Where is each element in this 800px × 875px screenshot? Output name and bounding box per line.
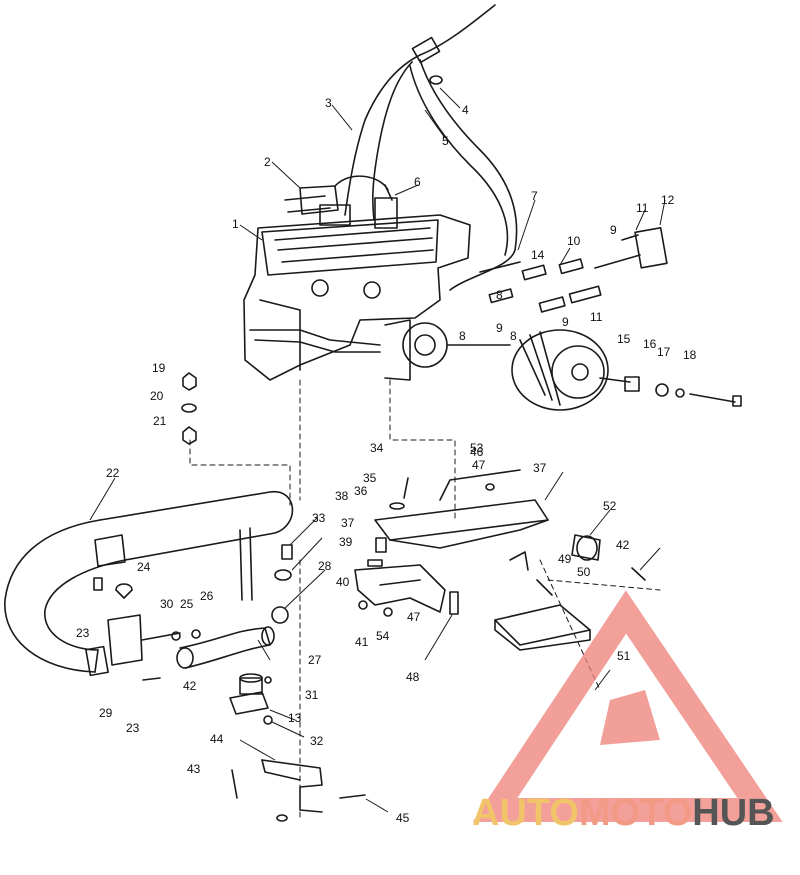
callout-8: 8	[459, 329, 466, 343]
callout-23: 23	[126, 721, 140, 735]
nut-stack	[181, 372, 197, 445]
automotohub-logo-icon	[472, 590, 783, 822]
callout-32: 32	[310, 734, 324, 748]
callout-42: 42	[183, 679, 197, 693]
callout-37: 37	[341, 516, 355, 530]
callout-49: 49	[558, 552, 572, 566]
callout-40: 40	[336, 575, 350, 589]
exhaust-bracket	[261, 759, 323, 813]
callout-5: 5	[442, 134, 449, 148]
callout-15: 15	[617, 332, 631, 346]
callout-30: 30	[160, 597, 174, 611]
callout-16: 16	[643, 337, 657, 351]
callout-4: 4	[462, 103, 469, 117]
exhaust-pipe	[176, 606, 289, 669]
callout-3: 3	[325, 96, 332, 110]
callout-10: 10	[567, 234, 581, 248]
callout-47: 47	[472, 458, 486, 472]
callout-44: 44	[210, 732, 224, 746]
callout-51: 51	[617, 649, 631, 663]
callout-7: 7	[531, 189, 538, 203]
drive-clutch	[511, 329, 609, 411]
callout-9: 9	[562, 315, 569, 329]
engine-bracket	[354, 564, 446, 613]
callout-19: 19	[152, 361, 166, 375]
callout-8: 8	[510, 329, 517, 343]
callout-36: 36	[354, 484, 368, 498]
callout-14: 14	[531, 248, 545, 262]
callout-23: 23	[76, 626, 90, 640]
callout-53: 53	[470, 441, 484, 455]
watermark-auto: AUTO	[472, 792, 579, 834]
callout-13: 13	[288, 711, 302, 725]
callout-29: 29	[99, 706, 113, 720]
engine-mount-plate	[374, 469, 549, 549]
callout-31: 31	[305, 688, 319, 702]
callout-22: 22	[106, 466, 120, 480]
callout-38: 38	[335, 489, 349, 503]
callout-9: 9	[496, 321, 503, 335]
callout-33: 33	[312, 511, 326, 525]
callout-9: 9	[610, 223, 617, 237]
callout-45: 45	[396, 811, 410, 825]
callout-47: 47	[407, 610, 421, 624]
callout-50: 50	[577, 565, 591, 579]
callout-34: 34	[370, 441, 384, 455]
watermark-moto: MOTO	[579, 792, 692, 834]
callout-11: 11	[590, 310, 603, 324]
support-bracket	[494, 604, 591, 651]
callout-18: 18	[683, 348, 697, 362]
callout-54: 54	[376, 629, 390, 643]
callout-1: 1	[232, 217, 239, 231]
callout-11: 11	[636, 201, 649, 215]
callout-39: 39	[339, 535, 353, 549]
callout-2: 2	[264, 155, 271, 169]
callout-43: 43	[187, 762, 201, 776]
callout-27: 27	[308, 653, 322, 667]
callout-37: 37	[533, 461, 547, 475]
watermark-hub: HUB	[692, 792, 774, 834]
rubber-mount	[229, 673, 269, 715]
callout-26: 26	[200, 589, 214, 603]
engine-block	[243, 185, 511, 381]
callout-24: 24	[137, 560, 151, 574]
callout-48: 48	[406, 670, 420, 684]
callout-28: 28	[318, 559, 332, 573]
callout-35: 35	[363, 471, 377, 485]
callout-6: 6	[414, 175, 421, 189]
callout-46: 46	[470, 445, 484, 459]
callout-21: 21	[153, 414, 167, 428]
callout-42: 42	[616, 538, 630, 552]
callout-8: 8	[496, 288, 503, 302]
callout-25: 25	[180, 597, 194, 611]
muffler	[4, 491, 294, 677]
callout-41: 41	[355, 635, 369, 649]
svg-text:AUTOMOTOHUB: AUTOMOTOHUB	[472, 792, 775, 834]
callout-17: 17	[657, 345, 671, 359]
callout-52: 52	[603, 499, 617, 513]
callout-12: 12	[661, 193, 675, 207]
cable-assembly	[344, 4, 518, 291]
callout-20: 20	[150, 389, 164, 403]
